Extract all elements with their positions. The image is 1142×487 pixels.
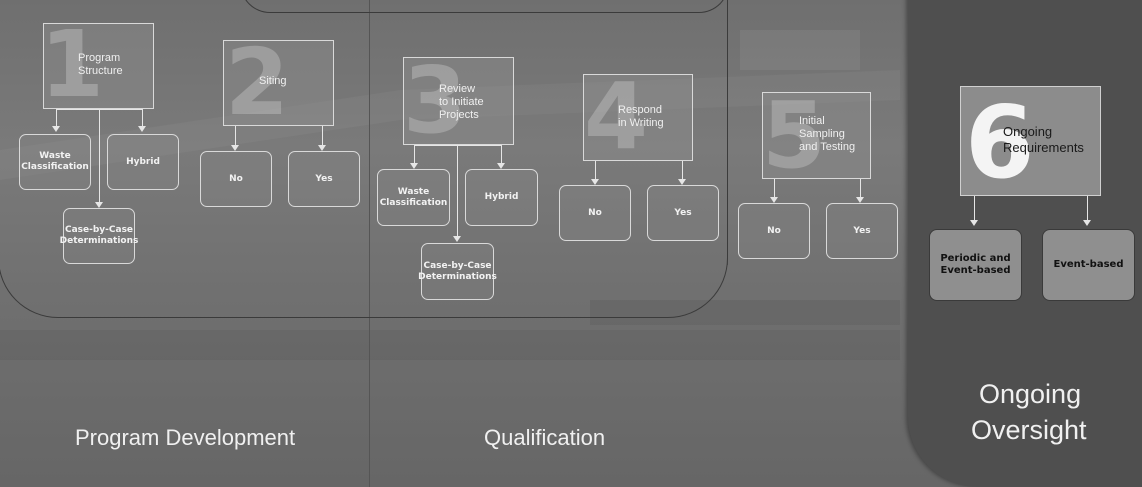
option-hybrid[interactable]: Hybrid <box>465 169 538 226</box>
option-no[interactable]: No <box>738 203 810 259</box>
step-2-arrow-yes <box>318 126 326 151</box>
option-no[interactable]: No <box>559 185 631 241</box>
step-1-arrow-right <box>138 109 146 132</box>
step-6-arrow-left <box>970 196 978 226</box>
step-6-number: 6 <box>965 84 1035 201</box>
qualification-frame <box>369 0 728 318</box>
step-1-label: Program Structure <box>78 52 123 77</box>
option-case-by-case[interactable]: Case-by-Case Determinations <box>418 243 497 300</box>
program-development-frame <box>0 0 371 318</box>
step-2-number: 2 <box>225 29 289 136</box>
step-4-box[interactable] <box>583 74 693 161</box>
phase-label-program-development: Program Development <box>75 425 296 450</box>
option-hybrid[interactable]: Hybrid <box>107 134 179 190</box>
step-3-label: Review to Initiate Projects <box>439 83 484 121</box>
option-yes[interactable]: Yes <box>826 203 898 259</box>
option-case-by-case[interactable]: Case-by-Case Determinations <box>60 208 138 264</box>
step-5-number: 5 <box>762 82 826 189</box>
phase-label-ongoing-line1: Ongoing <box>979 379 1082 409</box>
step-6-arrow-right <box>1083 196 1091 226</box>
step-4-number: 4 <box>584 63 648 170</box>
step-2-box[interactable] <box>223 40 334 126</box>
top-frame-arc <box>240 0 729 13</box>
option-yes[interactable]: Yes <box>288 151 360 207</box>
step-5-arrow-yes <box>856 179 864 203</box>
step-1-number: 1 <box>40 11 104 118</box>
phase-divider-1 <box>369 0 370 487</box>
step-3-arrow-center <box>453 145 461 242</box>
step-4-arrow-no <box>591 161 599 185</box>
step-3-number: 3 <box>403 47 467 154</box>
step-3-box[interactable] <box>403 57 514 145</box>
option-waste-classification[interactable]: Waste Classification <box>377 169 450 226</box>
step-3-arrow-left <box>410 145 418 169</box>
step-5-arrow-no <box>770 179 778 203</box>
step-5-box[interactable] <box>762 92 871 179</box>
option-periodic-and-event-based[interactable]: Periodic and Event-based <box>929 229 1022 301</box>
step-6-box[interactable] <box>960 86 1101 196</box>
step-4-label: Respond in Writing <box>618 104 664 129</box>
step-3-hline <box>414 145 502 146</box>
step-5-label: Initial Sampling and Testing <box>799 115 856 153</box>
phase-label-ongoing-line2: Oversight <box>971 415 1087 445</box>
option-waste-classification[interactable]: Waste Classification <box>19 134 91 190</box>
option-no[interactable]: No <box>200 151 272 207</box>
step-4-arrow-yes <box>678 161 686 185</box>
step-2-label: Siting <box>259 75 287 87</box>
phase-label-qualification: Qualification <box>484 425 606 450</box>
option-event-based[interactable]: Event-based <box>1042 229 1135 301</box>
step-1-arrow-center <box>95 109 103 208</box>
step-2-arrow-no <box>231 126 239 151</box>
step-3-arrow-right <box>497 145 505 169</box>
step-1-box[interactable] <box>43 23 154 109</box>
option-yes[interactable]: Yes <box>647 185 719 241</box>
step-1-arrow-left <box>52 109 60 132</box>
step-6-label: Ongoing Requirements <box>1003 124 1084 155</box>
